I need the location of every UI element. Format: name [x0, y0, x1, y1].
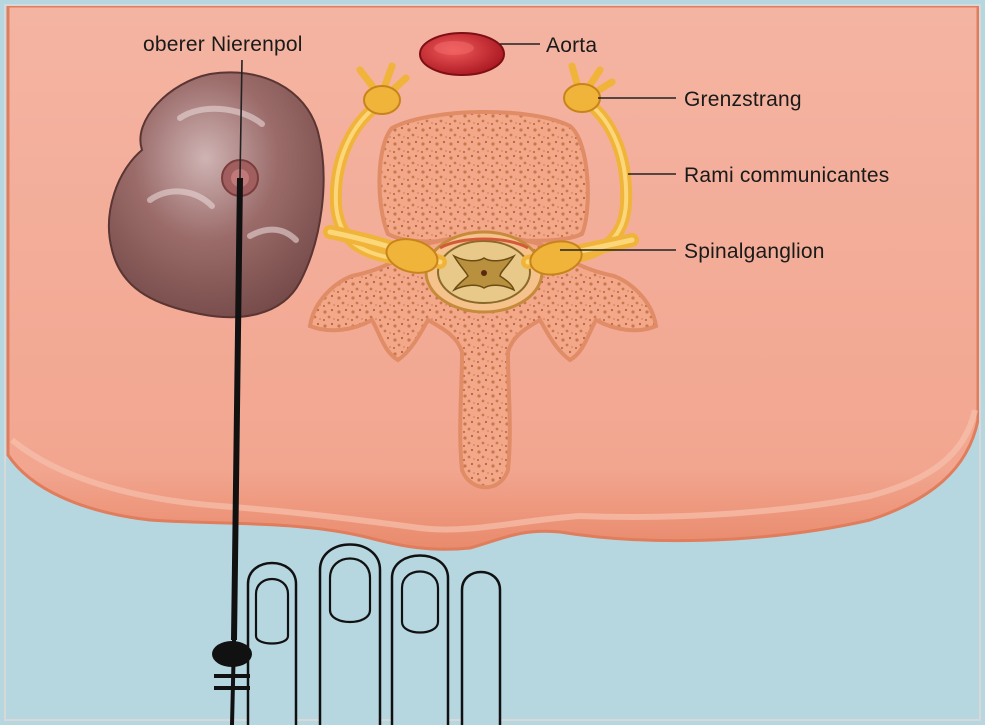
label-rami-communicantes: Rami communicantes: [684, 164, 890, 187]
sympathetic-ganglion-left: [364, 86, 400, 114]
finger-4: [462, 572, 500, 725]
vertebral-body: [379, 112, 587, 242]
label-spinalganglion: Spinalganglion: [684, 240, 825, 263]
central-canal: [481, 270, 487, 276]
sympathetic-ganglion-right: [564, 84, 600, 112]
label-upper-kidney-pole: oberer Nierenpol: [143, 33, 303, 56]
finger-3: [392, 556, 448, 725]
finger-2: [320, 545, 380, 725]
aorta-highlight: [434, 41, 474, 55]
label-grenzstrang: Grenzstrang: [684, 88, 802, 111]
needle-hub: [212, 641, 252, 667]
label-aorta: Aorta: [546, 34, 597, 57]
